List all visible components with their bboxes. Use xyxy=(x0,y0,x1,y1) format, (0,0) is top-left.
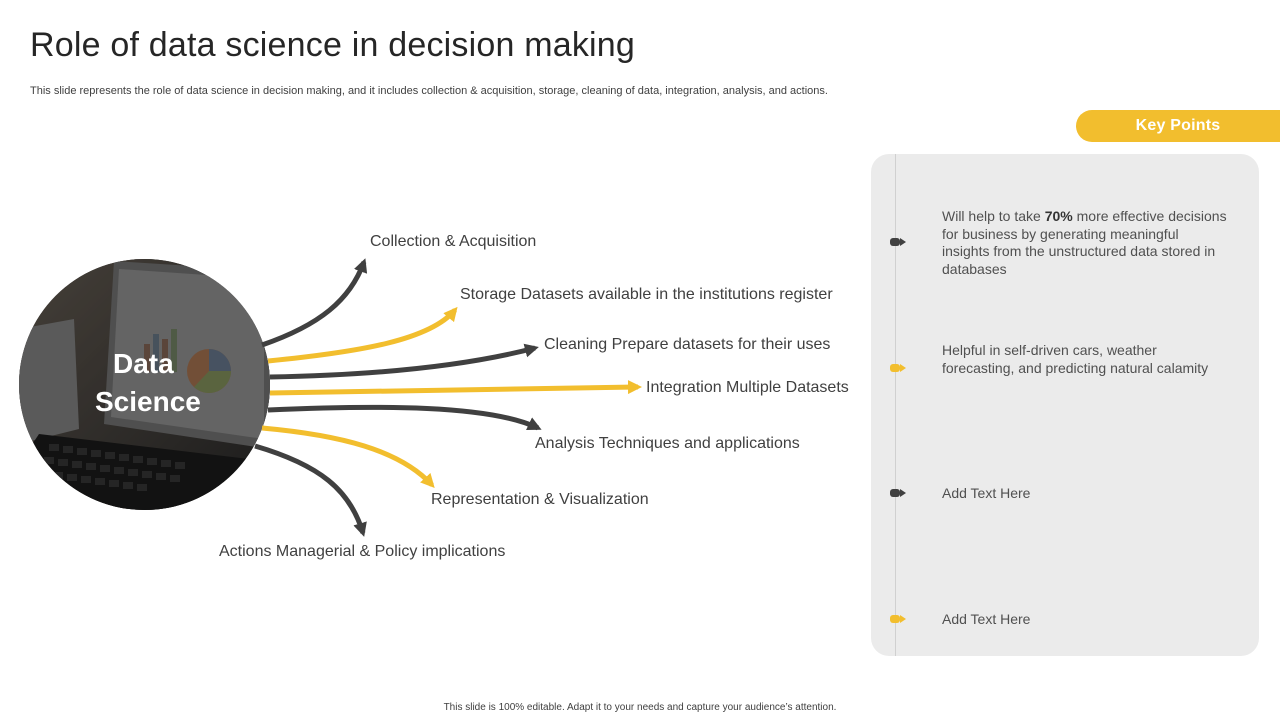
arrow-representation xyxy=(261,425,435,488)
step-actions: Actions Managerial & Policy implications xyxy=(219,543,506,560)
key-point-1-suffix: more effective decisions for business by… xyxy=(942,208,1227,277)
bullet-marker-icon xyxy=(890,364,906,372)
bullet-marker-icon xyxy=(890,615,906,623)
key-points-timeline xyxy=(895,154,896,656)
laptop-illustration xyxy=(19,259,270,510)
key-point-1-highlight: 70% xyxy=(1044,208,1073,224)
step-collection: Collection & Acquisition xyxy=(370,233,537,250)
arrow-actions xyxy=(254,443,367,537)
key-points-badge: Key Points xyxy=(1076,110,1280,142)
hub-label-line2: Science xyxy=(95,386,201,417)
key-point-2: Helpful in self-driven cars, weather for… xyxy=(942,342,1209,376)
arrow-analysis xyxy=(267,404,542,431)
step-storage: Storage Datasets available in the instit… xyxy=(460,286,833,303)
bullet-marker-icon xyxy=(890,238,906,246)
arrow-collection xyxy=(261,258,368,348)
step-analysis: Analysis Techniques and applications xyxy=(535,435,800,452)
key-point-4: Add Text Here xyxy=(942,611,1031,627)
page-subtitle: This slide represents the role of data s… xyxy=(30,85,828,97)
page-title: Role of data science in decision making xyxy=(30,26,636,64)
footer-note: This slide is 100% editable. Adapt it to… xyxy=(443,702,837,713)
step-representation: Representation & Visualization xyxy=(431,491,649,508)
step-integration: Integration Multiple Datasets xyxy=(646,379,849,396)
key-point-1: Will help to take 70% more effective dec… xyxy=(942,208,1227,278)
key-point-3: Add Text Here xyxy=(942,485,1031,501)
key-point-1-prefix: Will help to take xyxy=(942,208,1045,224)
key-points-panel xyxy=(871,154,1259,656)
arrow-cleaning xyxy=(269,343,539,380)
arrow-integration xyxy=(269,380,642,396)
bullet-marker-icon xyxy=(890,489,906,497)
hub-label-line1: Data xyxy=(113,348,174,379)
step-cleaning: Cleaning Prepare datasets for their uses xyxy=(544,336,831,353)
arrow-storage xyxy=(267,306,458,364)
data-science-hub-image xyxy=(19,259,270,510)
